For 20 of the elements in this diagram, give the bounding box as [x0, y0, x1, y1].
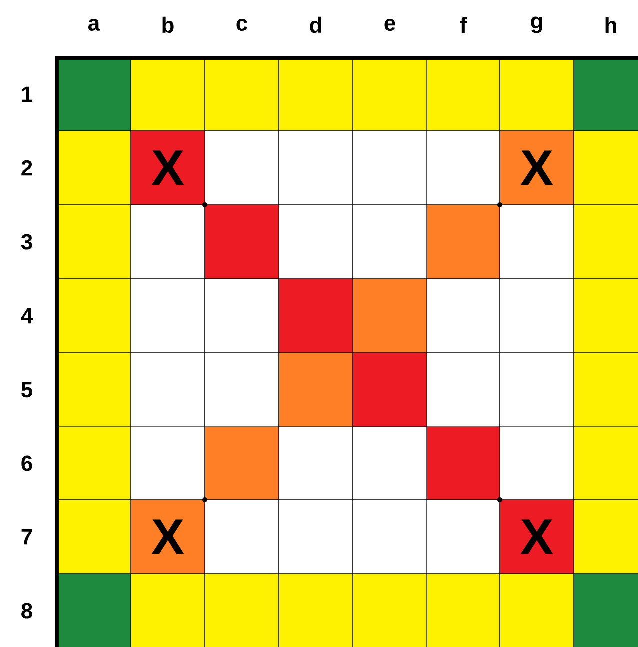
- row-label: 3: [21, 234, 32, 250]
- column-label: h: [606, 17, 616, 33]
- cross-mark: X: [152, 520, 184, 554]
- row-label: 7: [22, 529, 32, 545]
- row-label: 4: [21, 308, 33, 324]
- column-label: e: [384, 18, 396, 32]
- row-label: 8: [22, 603, 32, 619]
- cross-mark: X: [152, 150, 184, 186]
- column-label: c: [236, 18, 248, 32]
- column-label: g: [531, 16, 542, 34]
- cross-mark: X: [520, 520, 554, 554]
- row-label: 1: [22, 86, 32, 102]
- column-label: a: [88, 18, 100, 32]
- column-label: f: [460, 17, 468, 33]
- cross-mark: X: [520, 150, 554, 186]
- row-label: 2: [22, 160, 32, 176]
- column-label: d: [310, 16, 322, 34]
- row-label: 5: [22, 382, 32, 398]
- column-label: b: [162, 16, 174, 34]
- row-label: 6: [22, 456, 32, 472]
